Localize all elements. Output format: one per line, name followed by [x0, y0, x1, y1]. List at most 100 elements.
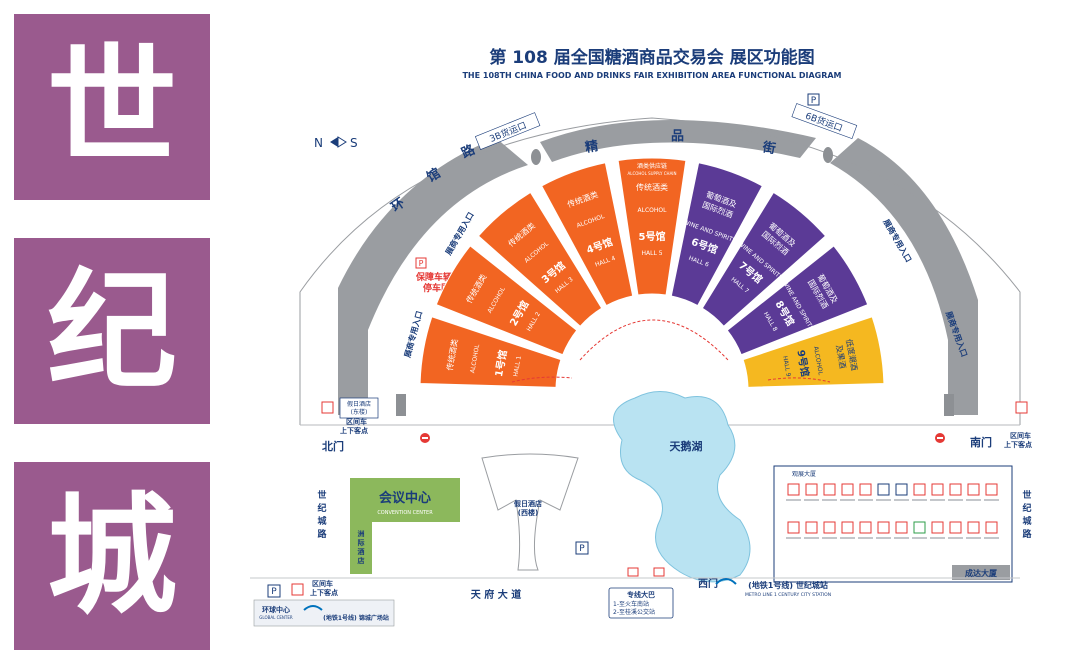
legend-caption-line — [912, 499, 927, 501]
legend-icon — [949, 483, 962, 496]
parking-icon-hotel-glyph: P — [579, 544, 585, 554]
legend-caption-line — [822, 499, 837, 501]
bus-icon-1 — [627, 567, 639, 577]
hall-5-category-1: 传统酒类 — [636, 182, 668, 192]
zhouji-hotel-label: 洲际酒店 — [358, 530, 365, 565]
hall-4[interactable] — [540, 162, 634, 307]
global-center: 环球中心 — [262, 605, 290, 614]
legend-icon — [949, 521, 962, 534]
hall-7[interactable] — [701, 191, 827, 327]
evacuation-path — [511, 376, 831, 383]
legend-icon — [841, 521, 854, 534]
hall-1-hall-code: HALL 1 — [512, 355, 523, 377]
legend-caption-line — [786, 499, 801, 501]
map-subtitle: THE 108TH CHINA FOOD AND DRINKS FAIR EXH… — [462, 71, 841, 80]
hall-5[interactable] — [617, 157, 687, 296]
legend-icons — [786, 483, 999, 539]
convention-center — [350, 478, 460, 522]
legend-caption-line — [786, 537, 801, 539]
street-jing: 精 — [584, 138, 600, 156]
parking-icon-hotel — [575, 541, 589, 555]
shuttle-stop-south: 区间车上下客点 — [1004, 431, 1032, 449]
side-banner-3: 城 — [14, 462, 210, 650]
site-outline — [299, 117, 1021, 425]
hall-5-category-en: ALCOHOL — [638, 207, 668, 214]
shuttle-bus-box — [608, 587, 674, 619]
shiji-road-left: 世纪城路 — [317, 489, 327, 540]
compass-north: N — [314, 136, 323, 150]
shuttle-icon-west — [291, 583, 304, 596]
legend-caption-line — [948, 537, 963, 539]
hall-6[interactable] — [670, 162, 764, 307]
compass-arrow-icon — [330, 137, 338, 147]
hall-5-name: 5号馆 — [639, 230, 666, 243]
holiday-hotel-west-label: 假日酒店(西楼) — [514, 499, 542, 517]
chengda-building — [952, 565, 1010, 580]
legend-icon — [931, 521, 944, 534]
ring-band-right — [830, 138, 978, 415]
exhibition-map[interactable]: 第 108 届全国糖酒商品交易会 展区功能图 THE 108TH CHINA F… — [240, 30, 1070, 660]
legend-caption-line — [858, 537, 873, 539]
legend-icon — [805, 483, 818, 496]
legend-caption-line — [858, 499, 873, 501]
side-char-2: 纪 — [46, 255, 177, 407]
legend-icon — [895, 483, 908, 496]
legend-icon — [967, 521, 980, 534]
hall-9-category-2: 及果酒 — [834, 344, 847, 369]
legend-icon — [931, 483, 944, 496]
parking-icon-top-glyph: P — [811, 96, 817, 106]
legend-icon — [985, 483, 998, 496]
legend-caption-line — [930, 499, 945, 501]
legend-icon — [877, 521, 890, 534]
legend-caption-line — [840, 537, 855, 539]
hall-8[interactable] — [726, 245, 869, 356]
gate-south: 南门 — [970, 435, 992, 449]
side-char-3: 城 — [46, 480, 177, 632]
legend-icon — [823, 483, 836, 496]
parking-icon-global — [267, 584, 281, 598]
shuttle-bus-line-2: 2-至桂溪公交站 — [613, 608, 655, 616]
block-right — [944, 394, 954, 416]
shuttle-stop-north: 区间车上下客点 — [340, 417, 368, 435]
convention-en: CONVENTION CENTER — [377, 510, 433, 516]
legend-caption-line — [876, 499, 891, 501]
no-entry-bar-2 — [937, 437, 943, 439]
shuttle-bus-line-1: 1-至火车南站 — [613, 600, 649, 608]
legend-caption-line — [948, 499, 963, 501]
legend-icon — [913, 483, 926, 496]
legend-icon — [787, 521, 800, 534]
shuttle-bus-title: 专线大巴 — [627, 590, 655, 599]
legend-caption-line — [930, 537, 945, 539]
evacuation-arc — [579, 319, 729, 361]
holiday-hotel-west — [481, 453, 579, 571]
legend-caption-line — [894, 537, 909, 539]
gate-west: 西门 — [698, 577, 718, 590]
legend-icon — [841, 483, 854, 496]
metro-century-city: (地铁1号线) 世纪城站 — [748, 580, 828, 590]
hall-5-hall-code: HALL 5 — [641, 250, 662, 257]
legend-caption-line — [966, 537, 981, 539]
metro-icon — [715, 578, 737, 585]
metro-century-city-en: METRO LINE 1 CENTURY CITY STATION — [745, 592, 831, 598]
block-left — [396, 394, 406, 416]
legend-caption-line — [984, 537, 999, 539]
legend-icon — [895, 521, 908, 534]
chengda-label: 成达大厦 — [965, 568, 998, 578]
side-banner-2: 纪 — [14, 238, 210, 424]
legend-caption-line — [804, 499, 819, 501]
legend-icon — [967, 483, 980, 496]
side-banner-1: 世 — [14, 14, 210, 200]
hall-5-supply-cn: 酒类供应链 — [637, 162, 667, 170]
hall-9[interactable] — [742, 316, 885, 388]
hall-1[interactable] — [419, 316, 562, 388]
lake-label: 天鹅湖 — [670, 439, 703, 453]
hall-3[interactable] — [477, 191, 603, 327]
marker-oval-right — [823, 147, 833, 163]
street-jie: 街 — [760, 139, 777, 157]
compass-arrow-s-icon — [337, 136, 347, 148]
side-char-1: 世 — [46, 31, 177, 183]
ring-band-left — [338, 138, 528, 415]
swan-lake — [613, 391, 751, 583]
hall-2[interactable] — [435, 245, 578, 356]
